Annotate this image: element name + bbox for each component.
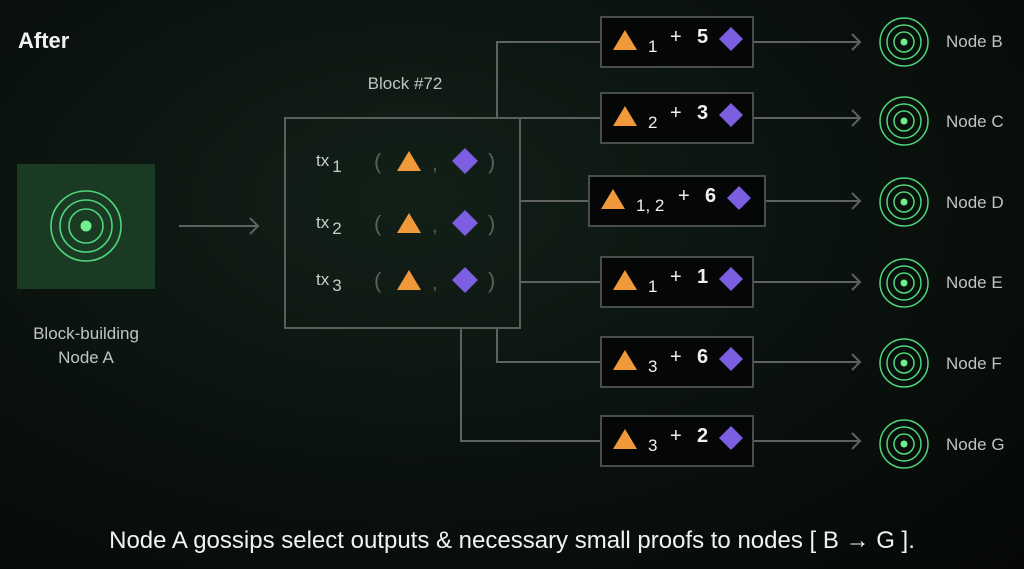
diamond-icon: [719, 103, 743, 127]
output-index: 3: [648, 436, 658, 455]
arrow-right-icon: [851, 432, 862, 450]
comma: ,: [432, 153, 438, 175]
output-box-f: 3 + 6: [600, 336, 754, 388]
output-index: 1: [648, 37, 658, 56]
arrow-right-icon: [851, 353, 862, 371]
plus-sign: +: [670, 266, 682, 288]
triangle-icon: [613, 30, 637, 50]
concentric-node-icon: [879, 419, 929, 469]
proof-count: 3: [697, 102, 709, 124]
triangle-icon: [397, 270, 421, 290]
node-label: Node D: [946, 193, 1004, 212]
plus-sign: +: [670, 102, 682, 124]
node-label: Node C: [946, 112, 1004, 131]
node-a-icon: [50, 190, 122, 262]
diamond-icon: [719, 27, 743, 51]
output-box-g: 3 + 2: [600, 415, 754, 467]
triangle-icon: [613, 429, 637, 449]
paren-open: (: [374, 149, 382, 174]
diamond-icon: [452, 210, 478, 236]
concentric-node-icon: [879, 17, 929, 67]
triangle-icon: [613, 106, 637, 126]
comma: ,: [432, 215, 438, 237]
link-block-to-g: [460, 329, 600, 442]
proof-count: 5: [697, 26, 709, 48]
arrow-right-icon: [851, 33, 862, 51]
node-label: Node G: [946, 435, 1005, 454]
output-box-d: 1, 2 + 6: [588, 175, 766, 227]
triangle-icon: [601, 189, 625, 209]
output-box-b: 1 + 5: [600, 16, 754, 68]
node-a-label-line1: Block-building: [33, 324, 139, 343]
paren-close: ): [488, 211, 496, 236]
diamond-icon: [727, 186, 751, 210]
node-label: Node E: [946, 273, 1003, 292]
triangle-icon: [397, 151, 421, 171]
paren-close: ): [488, 268, 496, 293]
node-a-box: [17, 164, 155, 289]
paren-close: ): [488, 149, 496, 174]
plus-sign: +: [670, 26, 682, 48]
block-title: Block #72: [367, 74, 443, 93]
diamond-icon: [452, 267, 478, 293]
plus-sign: +: [670, 346, 682, 368]
diamond-icon: [452, 148, 478, 174]
plus-sign: +: [670, 425, 682, 447]
arrow-right-icon: [851, 273, 862, 291]
comma: ,: [432, 272, 438, 294]
proof-count: 1: [697, 266, 709, 288]
diamond-icon: [719, 267, 743, 291]
page-title: After: [18, 28, 70, 53]
triangle-icon: [397, 213, 421, 233]
node-label: Node B: [946, 32, 1003, 51]
link-block-to-b: [496, 41, 600, 117]
plus-sign: +: [678, 185, 690, 207]
node-a-label: Block-building Node A: [0, 322, 172, 370]
output-index: 1: [648, 277, 658, 296]
concentric-node-icon: [879, 258, 929, 308]
proof-count: 6: [705, 185, 717, 207]
triangle-icon: [613, 350, 637, 370]
paren-open: (: [374, 211, 382, 236]
proof-count: 2: [697, 425, 709, 447]
concentric-node-icon: [879, 177, 929, 227]
arrow-right-icon: [851, 192, 862, 210]
proof-count: 6: [697, 346, 709, 368]
arrow-right-icon: [249, 217, 260, 235]
arrow-right-icon: [851, 109, 862, 127]
link-block-to-f: [496, 329, 600, 363]
node-label: Node F: [946, 354, 1002, 373]
diamond-icon: [719, 347, 743, 371]
diamond-icon: [719, 426, 743, 450]
output-box-c: 2 + 3: [600, 92, 754, 144]
concentric-node-icon: [879, 338, 929, 388]
output-index: 3: [648, 357, 658, 376]
output-index: 1, 2: [636, 196, 665, 215]
concentric-node-icon: [879, 96, 929, 146]
paren-open: (: [374, 268, 382, 293]
caption: Node A gossips select outputs & necessar…: [109, 527, 915, 554]
output-box-e: 1 + 1: [600, 256, 754, 308]
triangle-icon: [613, 270, 637, 290]
output-index: 2: [648, 113, 658, 132]
node-a-label-line2: Node A: [58, 348, 114, 367]
